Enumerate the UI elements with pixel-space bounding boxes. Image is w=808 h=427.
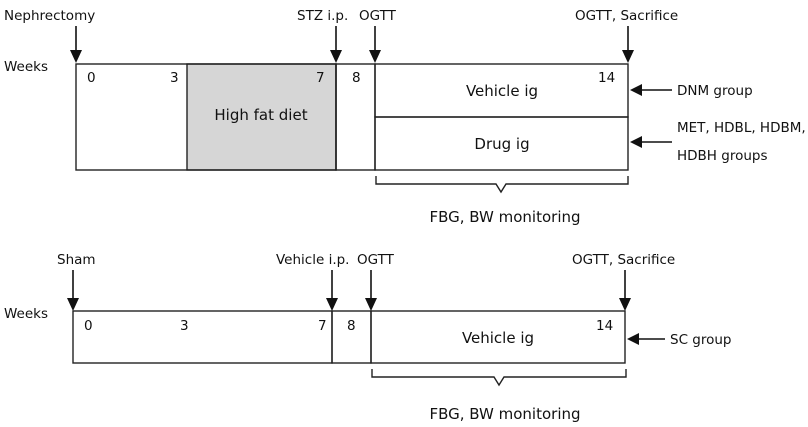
vehicle-ig-label: Vehicle ig [466,82,538,100]
monitoring-brace [371,369,627,387]
event-ogtt-sacrifice: OGTT, Sacrifice [572,252,675,268]
tick-week-0: 0 [84,318,93,334]
event-nephrectomy: Nephrectomy [4,8,95,24]
group-treated-line2: HDBH groups [677,148,768,164]
weeks-label: Weeks [4,306,48,322]
arrow-sc-group [627,333,665,345]
arrow-stz [330,26,342,63]
drug-ig-label: Drug ig [474,135,529,153]
pre-treatment-box [72,310,333,364]
arrow-nephrectomy [70,26,82,63]
group-dnm: DNM group [677,83,753,99]
tick-week-3: 3 [180,318,189,334]
bottom-timeline: Sham Vehicle i.p. OGTT OGTT, Sacrifice W… [4,252,732,423]
event-ogtt: OGTT [359,8,397,24]
arrow-vehicle-ip [326,270,338,311]
tick-week-8: 8 [352,70,361,86]
event-vehicle-ip: Vehicle i.p. [276,252,349,268]
tick-week-7: 7 [316,70,325,86]
tick-week-14: 14 [596,318,613,334]
top-timeline: Nephrectomy STZ i.p. OGTT OGTT, Sacrific… [4,8,806,226]
monitoring-brace [375,176,629,194]
arrow-dnm-group [630,84,672,96]
weeks-label: Weeks [4,59,48,75]
monitoring-label: FBG, BW monitoring [429,208,580,226]
group-sc: SC group [670,332,732,348]
monitoring-label: FBG, BW monitoring [429,405,580,423]
high-fat-diet-label: High fat diet [214,106,307,124]
tick-week-7: 7 [318,318,327,334]
arrow-sham [67,270,79,311]
vehicle-ig-label: Vehicle ig [462,329,534,347]
drug-box [374,116,629,171]
tick-week-3: 3 [170,70,179,86]
tick-week-14: 14 [598,70,615,86]
arrow-ogtt [369,26,381,63]
event-sham: Sham [57,252,96,268]
group-treated-line1: MET, HDBL, HDBM, [677,120,806,136]
arrow-ogtt [365,270,377,311]
high-fat-diet-block [186,63,337,171]
tick-week-0: 0 [87,70,96,86]
arrow-treated-groups [630,136,672,148]
arrow-ogtt-sacrifice [619,270,631,311]
vehicle-box [370,310,626,364]
event-stz: STZ i.p. [297,8,348,24]
arrow-ogtt-sacrifice [622,26,634,63]
event-ogtt-sacrifice: OGTT, Sacrifice [575,8,678,24]
tick-week-8: 8 [347,318,356,334]
event-ogtt: OGTT [357,252,395,268]
